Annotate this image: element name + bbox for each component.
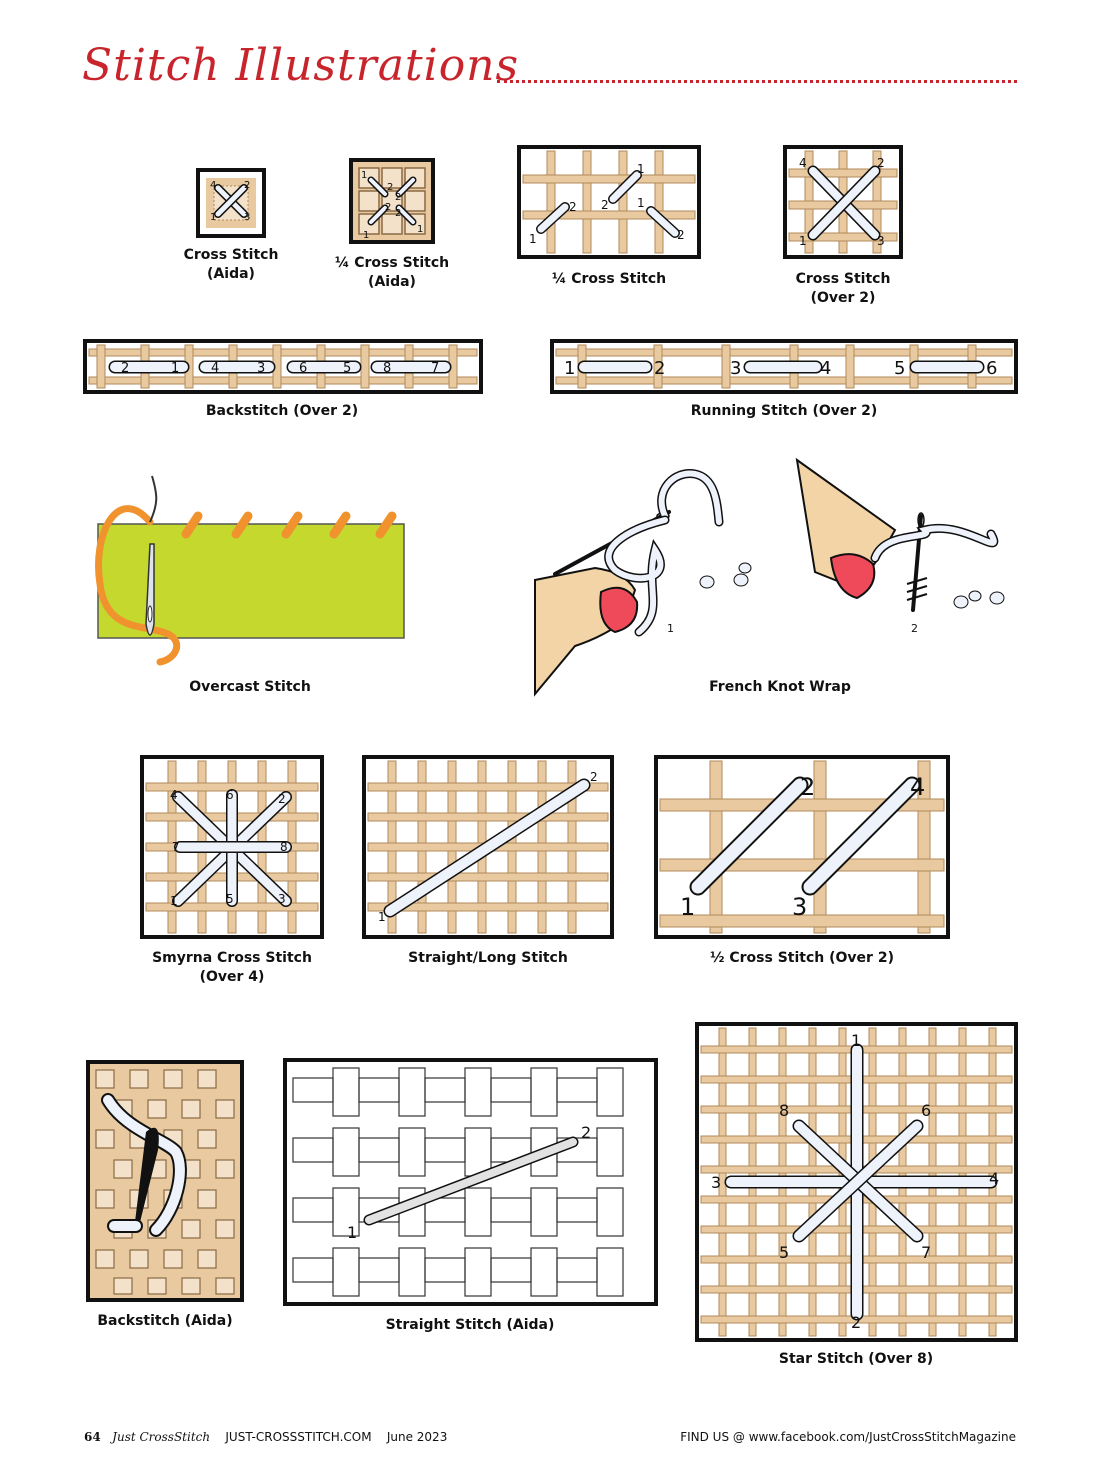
- magazine-name: Just CrossStitch: [112, 1430, 211, 1444]
- backstitch-over-2-figure: 2 1 4 3 6 5 8 7: [83, 339, 483, 394]
- stitch-label: Straight/Long Stitch: [408, 950, 568, 966]
- french-knot-wrap-figure: 1 2: [534, 457, 1005, 697]
- stitch-number: 1: [667, 622, 674, 635]
- stitch-number: 3: [792, 893, 807, 921]
- star-stitch-over-8-figure: 1 8 6 3 4 5 7 2: [695, 1022, 1018, 1342]
- stitch-number: 2: [590, 770, 598, 784]
- stitch-number: 3: [244, 212, 250, 223]
- quarter-cross-stitch-aida-figure: 1 2 2 2 2 1 1: [349, 158, 435, 244]
- stitch-number: 1: [851, 1031, 861, 1050]
- stitch-number: 1: [637, 196, 645, 210]
- stitch-number: 3: [278, 892, 286, 906]
- stitch-number: 1: [347, 1223, 357, 1242]
- stitch-label: French Knot Wrap: [709, 679, 851, 695]
- stitch-number: 7: [431, 361, 439, 376]
- stitch-number: 7: [172, 840, 180, 854]
- stitch-number: 4: [989, 1169, 999, 1188]
- stitch-number: 2: [121, 361, 129, 376]
- stitch-number: 2: [569, 200, 577, 214]
- stitch-number: 2: [395, 192, 401, 203]
- stitch-number: 7: [921, 1243, 931, 1262]
- stitch-label: Star Stitch (Over 8): [778, 1351, 934, 1367]
- stitch-number: 4: [910, 773, 925, 801]
- stitch-number: 2: [677, 228, 685, 242]
- stitch-number: 2: [278, 792, 286, 806]
- stitch-number: 1: [210, 212, 216, 223]
- stitch-number: 2: [581, 1123, 591, 1142]
- stitch-number: 4: [210, 180, 216, 191]
- half-cross-stitch-over-2-figure: 2 4 1 3: [654, 755, 950, 939]
- stitch-number: 3: [730, 358, 741, 379]
- stitch-number: 1: [171, 361, 179, 376]
- stitch-number: 8: [779, 1101, 789, 1120]
- running-stitch-over-2-figure: 1 2 3 4 5 6: [550, 339, 1018, 394]
- stitch-number: 3: [877, 234, 885, 248]
- stitch-label: Smyrna Cross Stitch (Over 4): [152, 950, 312, 985]
- stitch-number: 8: [383, 361, 391, 376]
- stitch-number: 2: [385, 202, 391, 213]
- stitch-number: 6: [299, 361, 307, 376]
- stitch-number: 2: [911, 622, 918, 635]
- stitch-number: 1: [680, 893, 695, 921]
- stitch-number: 4: [820, 358, 831, 379]
- stitch-number: 5: [226, 892, 234, 906]
- stitch-number: 3: [711, 1173, 721, 1192]
- stitch-label: ¼ Cross Stitch: [551, 271, 667, 287]
- stitch-number: 2: [601, 198, 609, 212]
- stitch-number: 1: [529, 232, 537, 246]
- stitch-number: 1: [637, 162, 645, 176]
- stitch-number: 6: [226, 788, 234, 802]
- stitch-number: 3: [257, 361, 265, 376]
- cross-stitch-over-2-figure: 4 2 1 3: [783, 145, 903, 259]
- stitch-number: 2: [851, 1313, 861, 1332]
- stitch-label: Cross Stitch (Over 2): [795, 271, 891, 306]
- stitch-number: 1: [417, 224, 423, 235]
- stitch-label: ½ Cross Stitch (Over 2): [710, 950, 894, 966]
- stitch-number: 5: [343, 361, 351, 376]
- page-number: 64: [84, 1430, 101, 1444]
- smyrna-cross-stitch-figure: 4 6 2 7 8 1 5 3: [140, 755, 324, 939]
- stitch-label: Backstitch (Aida): [97, 1313, 233, 1329]
- stitch-number: 1: [564, 358, 575, 379]
- title-dotted-rule: [497, 80, 1017, 83]
- stitch-number: 2: [395, 208, 401, 219]
- stitch-number: 5: [894, 358, 905, 379]
- footer-left: 64 Just CrossStitch JUST-CROSSSTITCH.COM…: [84, 1430, 447, 1444]
- stitch-label: Backstitch (Over 2): [205, 403, 359, 419]
- stitch-number: 1: [799, 234, 807, 248]
- stitch-number: 1: [378, 910, 386, 924]
- stitch-number: 2: [387, 182, 393, 193]
- stitch-label: Cross Stitch (Aida): [183, 247, 279, 282]
- stitch-number: 6: [921, 1101, 931, 1120]
- stitch-label: Overcast Stitch: [189, 679, 311, 695]
- stitch-label: Straight Stitch (Aida): [385, 1317, 555, 1333]
- stitch-number: 2: [654, 358, 665, 379]
- stitch-number: 8: [280, 840, 288, 854]
- overcast-stitch-figure: [95, 475, 405, 666]
- backstitch-aida-figure: [86, 1060, 244, 1302]
- stitch-number: 1: [361, 170, 367, 181]
- footer-social-link[interactable]: FIND US @ www.facebook.com/JustCrossStit…: [680, 1430, 1016, 1444]
- stitch-number: 1: [170, 894, 178, 908]
- stitch-number: 1: [363, 230, 369, 241]
- stitch-number: 4: [799, 156, 807, 170]
- website-link[interactable]: JUST-CROSSSTITCH.COM: [225, 1430, 372, 1444]
- stitch-number: 2: [800, 773, 815, 801]
- stitch-label: ¼ Cross Stitch (Aida): [334, 255, 450, 290]
- stitch-number: 6: [986, 358, 997, 379]
- stitch-label: Running Stitch (Over 2): [690, 403, 878, 419]
- stitch-number: 2: [244, 180, 250, 191]
- straight-long-stitch-figure: 2 1: [362, 755, 614, 939]
- page-title: Stitch Illustrations: [82, 40, 520, 91]
- stitch-number: 4: [170, 788, 178, 802]
- stitch-number: 4: [211, 361, 219, 376]
- cross-stitch-aida-figure: 4 2 1 3: [196, 168, 266, 238]
- quarter-cross-stitch-figure: 1 2 2 1 1 2: [517, 145, 701, 259]
- stitch-number: 2: [877, 156, 885, 170]
- stitch-number: 5: [779, 1243, 789, 1262]
- issue-date: June 2023: [386, 1430, 448, 1444]
- straight-stitch-aida-figure: 2 1: [283, 1058, 658, 1306]
